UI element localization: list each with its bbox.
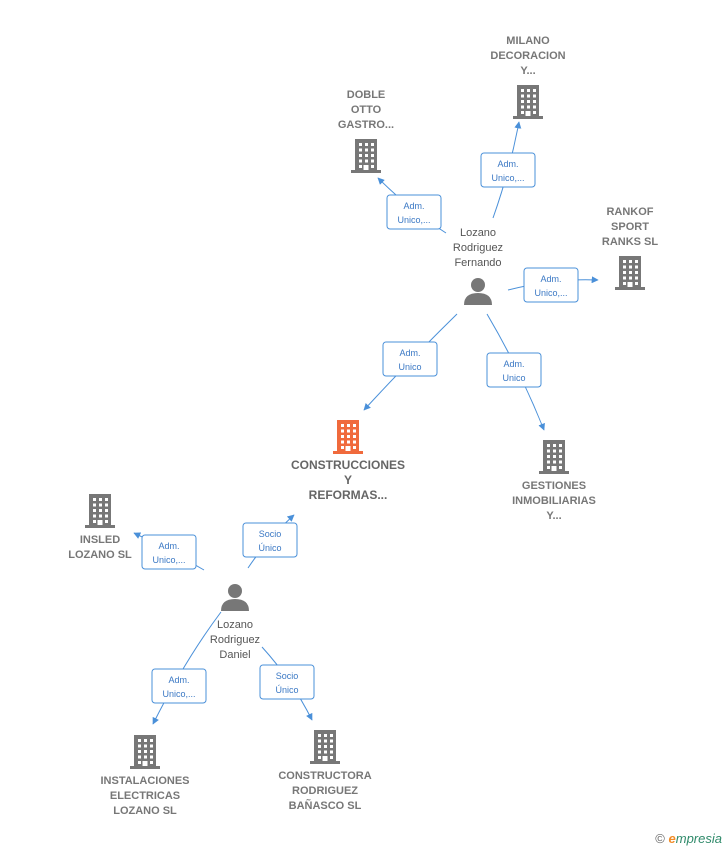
- label-line: Lozano: [217, 619, 253, 631]
- relation-labels: Adm.Unico,...Adm.Unico,...Adm.Unico,...A…: [141, 152, 579, 704]
- label-line: INSLED: [80, 534, 120, 546]
- label-line: INSTALACIONES: [100, 775, 189, 787]
- label-line: DOBLE: [347, 89, 386, 101]
- company-icon-instalaciones: [130, 735, 160, 769]
- label-line: Rodriguez: [453, 242, 503, 254]
- label-line: CONSTRUCCIONES: [291, 458, 405, 472]
- label-line: LOZANO SL: [68, 549, 132, 561]
- label-line: DECORACION: [490, 50, 565, 62]
- company-label-rankof[interactable]: RANKOF SPORT RANKS SL: [602, 206, 659, 248]
- label-line: Y...: [546, 510, 561, 522]
- company-label-instalaciones[interactable]: INSTALACIONES ELECTRICAS LOZANO SL: [100, 775, 189, 817]
- person-icon-daniel: [221, 584, 249, 611]
- relation-label-r3[interactable]: Adm. Unico,...: [523, 267, 579, 303]
- relation-label-text: Adm.: [168, 675, 189, 685]
- company-label-gestiones[interactable]: GESTIONES INMOBILIARIAS Y...: [512, 480, 596, 522]
- company-icon-doble: [351, 139, 381, 173]
- relation-label-r1[interactable]: Adm. Unico,...: [480, 152, 536, 188]
- company-icon-gestiones: [539, 440, 569, 474]
- relation-edge-r8: [152, 611, 222, 725]
- relation-label-text: Único: [258, 543, 281, 553]
- label-line: CONSTRUCTORA: [278, 770, 371, 782]
- company-label-milano[interactable]: MILANO DECORACION Y...: [490, 35, 565, 77]
- label-line: ELECTRICAS: [110, 790, 180, 802]
- relation-label-text: Unico,...: [397, 215, 430, 225]
- edges: [133, 121, 599, 725]
- relation-label-text: Unico: [398, 362, 421, 372]
- label-line: Fernando: [454, 257, 501, 269]
- nodes: MILANO DECORACION Y... DOBLE OTTO GASTRO... RA…: [68, 35, 658, 817]
- company-label-constructora[interactable]: CONSTRUCTORA RODRIGUEZ BAÑASCO SL: [278, 770, 371, 812]
- relation-label-text: Unico,...: [534, 288, 567, 298]
- label-line: Y: [344, 473, 352, 487]
- label-line: MILANO: [506, 35, 550, 47]
- relation-label-r2[interactable]: Adm. Unico,...: [386, 194, 442, 230]
- relation-label-text: Unico,...: [152, 555, 185, 565]
- company-icon-constructora: [310, 730, 340, 764]
- relation-label-r4[interactable]: Adm. Unico: [382, 341, 438, 377]
- relation-label-text: Único: [275, 685, 298, 695]
- company-icon-insled: [85, 494, 115, 528]
- brand-logo: empresia: [668, 831, 722, 846]
- relation-label-text: Adm.: [158, 541, 179, 551]
- label-line: LOZANO SL: [113, 805, 177, 817]
- copyright-footer[interactable]: © empresia: [655, 831, 722, 846]
- relation-label-r7[interactable]: Adm. Unico,...: [141, 534, 197, 570]
- company-icon-milano: [513, 85, 543, 119]
- relation-label-text: Unico,...: [162, 689, 195, 699]
- person-icon-fernando: [464, 278, 492, 305]
- label-line: Y...: [520, 65, 535, 77]
- label-line: OTTO: [351, 104, 382, 116]
- label-line: Rodriguez: [210, 634, 260, 646]
- label-line: Lozano: [460, 227, 496, 239]
- relation-label-text: Adm.: [399, 348, 420, 358]
- relation-label-text: Adm.: [540, 274, 561, 284]
- company-label-doble[interactable]: DOBLE OTTO GASTRO...: [338, 89, 394, 131]
- company-icon-rankof: [615, 256, 645, 290]
- relation-label-text: Unico,...: [491, 173, 524, 183]
- relation-label-text: Socio: [276, 671, 299, 681]
- label-line: INMOBILIARIAS: [512, 495, 596, 507]
- copyright-symbol: ©: [655, 831, 665, 846]
- label-line: RANKS SL: [602, 236, 659, 248]
- company-label-insled[interactable]: INSLED LOZANO SL: [68, 534, 132, 561]
- main-company-icon-construcciones: [333, 420, 363, 454]
- relation-label-r5[interactable]: Adm. Unico: [486, 352, 542, 388]
- label-line: RODRIGUEZ: [292, 785, 358, 797]
- label-line: REFORMAS...: [309, 488, 388, 502]
- relation-label-text: Adm.: [503, 359, 524, 369]
- label-line: GESTIONES: [522, 480, 586, 492]
- label-line: RANKOF: [606, 206, 653, 218]
- relation-label-text: Unico: [502, 373, 525, 383]
- relation-label-text: Adm.: [497, 159, 518, 169]
- relation-label-text: Adm.: [403, 201, 424, 211]
- label-line: Daniel: [219, 649, 250, 661]
- label-line: GASTRO...: [338, 119, 394, 131]
- label-line: BAÑASCO SL: [289, 799, 362, 812]
- relation-label-text: Socio: [259, 529, 282, 539]
- label-line: SPORT: [611, 221, 649, 233]
- relation-label-r8[interactable]: Adm. Unico,...: [151, 668, 207, 704]
